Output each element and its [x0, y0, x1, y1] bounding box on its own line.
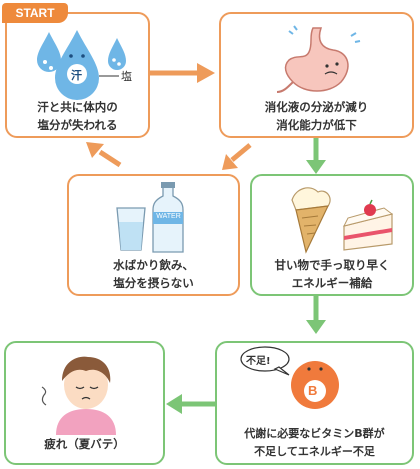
- vitamin-b-label: B: [308, 383, 318, 398]
- caption-line: エネルギー補給: [291, 276, 373, 290]
- water-bottle-label: WATER: [156, 213, 181, 220]
- caption-line: 疲れ（夏バテ）: [44, 437, 125, 451]
- step-vitamin-b-shortage: 不足! B 代謝に必要なビタミンB群が 不足してエネルギー不足: [215, 341, 414, 465]
- tired-person-icon: [41, 356, 116, 435]
- step-sweets-energy: 甘い物で手っ取り早く エネルギー補給: [250, 174, 414, 296]
- arrow-water-to-sweat: [86, 142, 122, 168]
- step-digestion-caption: 消化液の分泌が減り 消化能力が低下: [221, 98, 412, 134]
- arrow-vitamin-to-fatigue: [166, 394, 215, 414]
- caption-line: 甘い物で手っ取り早く: [274, 258, 390, 272]
- sweat-drops-icon: [37, 30, 126, 100]
- salt-label: 塩: [121, 70, 132, 83]
- arrow-digestion-to-sweets: [306, 138, 326, 174]
- stomach-icon: [276, 25, 361, 93]
- caption-line: 塩分を摂らない: [113, 276, 194, 290]
- water-glass-bottle-icon: [116, 182, 184, 253]
- arrow-digestion-to-water: [222, 143, 252, 170]
- caption-line: 不足してエネルギー不足: [254, 445, 375, 458]
- caption-line: 塩分が失われる: [37, 118, 118, 132]
- step-vitamin-caption: 代謝に必要なビタミンB群が 不足してエネルギー不足: [217, 425, 412, 461]
- caption-line: 消化能力が低下: [276, 118, 357, 132]
- speech-bubble-text: 不足!: [246, 356, 271, 367]
- caption-line: 消化液の分泌が減り: [264, 100, 369, 114]
- step-water-caption: 水ばかり飲み、 塩分を摂らない: [69, 256, 238, 292]
- arrow-sweets-to-vitamin: [306, 294, 326, 334]
- vitamin-b-icon: [240, 346, 339, 409]
- step-sweat-caption: 汗と共に体内の 塩分が失われる: [7, 98, 148, 134]
- start-badge: START: [2, 3, 68, 23]
- step-fatigue: 疲れ（夏バテ）: [4, 341, 165, 465]
- caption-line: 汗と共に体内の: [37, 100, 118, 114]
- arrow-sweat-to-digestion: [150, 63, 215, 83]
- step-fatigue-caption: 疲れ（夏バテ）: [6, 435, 163, 453]
- sweat-label: 汗: [71, 69, 82, 82]
- step-water-only: WATER 水ばかり飲み、 塩分を摂らない: [67, 174, 240, 296]
- caption-line: 代謝に必要なビタミンB群が: [244, 427, 385, 440]
- ice-cream-cake-icon: [291, 187, 394, 254]
- step-digestion-decline: 消化液の分泌が減り 消化能力が低下: [219, 12, 414, 138]
- step-sweets-caption: 甘い物で手っ取り早く エネルギー補給: [252, 256, 412, 292]
- caption-line: 水ばかり飲み、: [113, 258, 194, 272]
- step-sweat-salt-loss: 汗 塩 汗と共に体内の 塩分が失われる: [5, 12, 150, 138]
